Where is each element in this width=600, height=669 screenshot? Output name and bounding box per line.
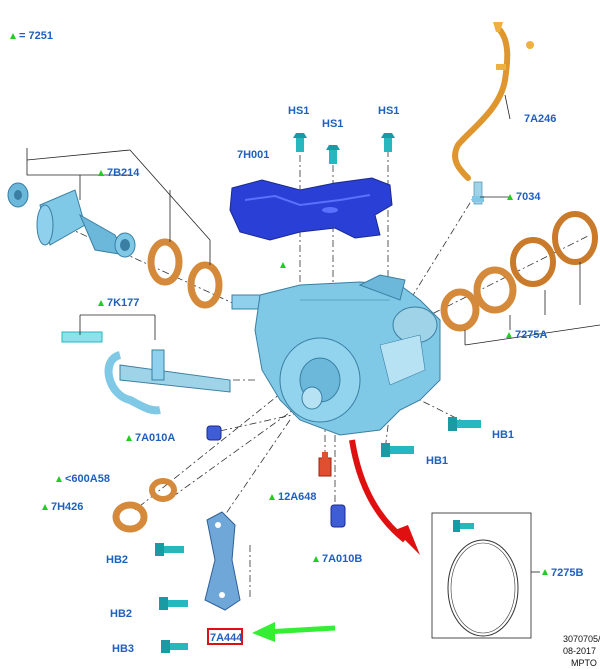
triangle-marker-icon <box>98 300 104 306</box>
transfer-case-housing <box>231 274 441 436</box>
vent-tube-7a246 <box>452 22 534 181</box>
label-7a010a: 7A010A <box>135 432 175 444</box>
label-7a010b: 7A010B <box>322 553 362 565</box>
green-triangle-markers <box>42 170 548 575</box>
label-hb2: HB2 <box>110 608 132 620</box>
triangle-marker-icon <box>10 33 16 39</box>
label-hb1: HB1 <box>492 429 514 441</box>
stud-icon <box>381 133 395 152</box>
bolt-icon <box>155 543 184 556</box>
triangle-marker-icon <box>269 494 275 500</box>
bolt-icon <box>161 640 188 653</box>
triangle-marker-icon <box>507 194 513 200</box>
label-7a246: 7A246 <box>524 113 556 125</box>
triangle-marker-icon <box>506 332 512 338</box>
label-hs1: HS1 <box>378 105 399 117</box>
label-hb2: HB2 <box>106 554 128 566</box>
plug-7a010b <box>330 504 346 528</box>
legend-text: = 7251 <box>19 30 53 42</box>
stud-hs1-group <box>293 133 395 164</box>
footer-date: 08-2017 <box>563 646 596 656</box>
bolt-icon <box>159 597 188 610</box>
red-arrow-icon <box>349 439 420 555</box>
footer-code: 3070705/ <box>563 634 600 644</box>
sensor-12a648 <box>318 452 332 477</box>
label-7a444: 7A444 <box>210 632 243 644</box>
triangle-marker-icon <box>98 170 104 176</box>
footer: 3070705/ 08-2017 MPTO <box>563 634 600 668</box>
stud-icon <box>293 133 307 152</box>
part-labels: 7B214 7H001 HS1 HS1 HS1 7A246 7034 7K177… <box>51 105 583 655</box>
bracket-7a444 <box>204 511 241 611</box>
bolt-group <box>155 417 481 653</box>
footer-type: MPTO <box>571 658 597 668</box>
label-7b214: 7B214 <box>107 167 140 179</box>
heat-shield-7h001 <box>229 177 393 241</box>
legend: = 7251 <box>10 30 53 42</box>
flange-7b214 <box>7 182 136 258</box>
label-7034: 7034 <box>516 191 541 203</box>
triangle-marker-icon <box>126 435 132 441</box>
vent-connector-7k177 <box>61 331 231 415</box>
stud-icon <box>326 145 340 164</box>
label-12a648: 12A648 <box>278 491 317 503</box>
label-hb1: HB1 <box>426 455 448 467</box>
triangle-marker-icon <box>56 476 62 482</box>
leader-lines <box>26 94 600 573</box>
triangle-marker-icon <box>42 504 48 510</box>
green-arrow-icon <box>252 622 336 642</box>
label-7275b: 7275B <box>551 567 583 579</box>
triangle-marker-icon <box>313 556 319 562</box>
label-600a58: <600A58 <box>65 473 110 485</box>
seal-set-7275a <box>440 211 598 332</box>
seal-pair-bottom-left <box>112 478 177 533</box>
highlight-box <box>207 628 243 645</box>
seal-pair-left <box>147 238 223 309</box>
label-7h001: 7H001 <box>237 149 269 161</box>
label-7275a: 7275A <box>515 329 547 341</box>
triangle-marker-icon <box>542 569 548 575</box>
label-hb3: HB3 <box>112 643 134 655</box>
detail-box-7275b <box>431 512 532 639</box>
label-hs1: HS1 <box>288 105 309 117</box>
label-7k177: 7K177 <box>107 297 139 309</box>
triangle-marker-icon <box>280 262 286 268</box>
bolt-icon <box>448 417 481 431</box>
bolt-icon <box>381 443 414 457</box>
vent-fitting-7034 <box>472 181 484 205</box>
label-7h426: 7H426 <box>51 501 83 513</box>
label-hs1: HS1 <box>322 118 343 130</box>
plug-7a010a <box>206 425 222 441</box>
